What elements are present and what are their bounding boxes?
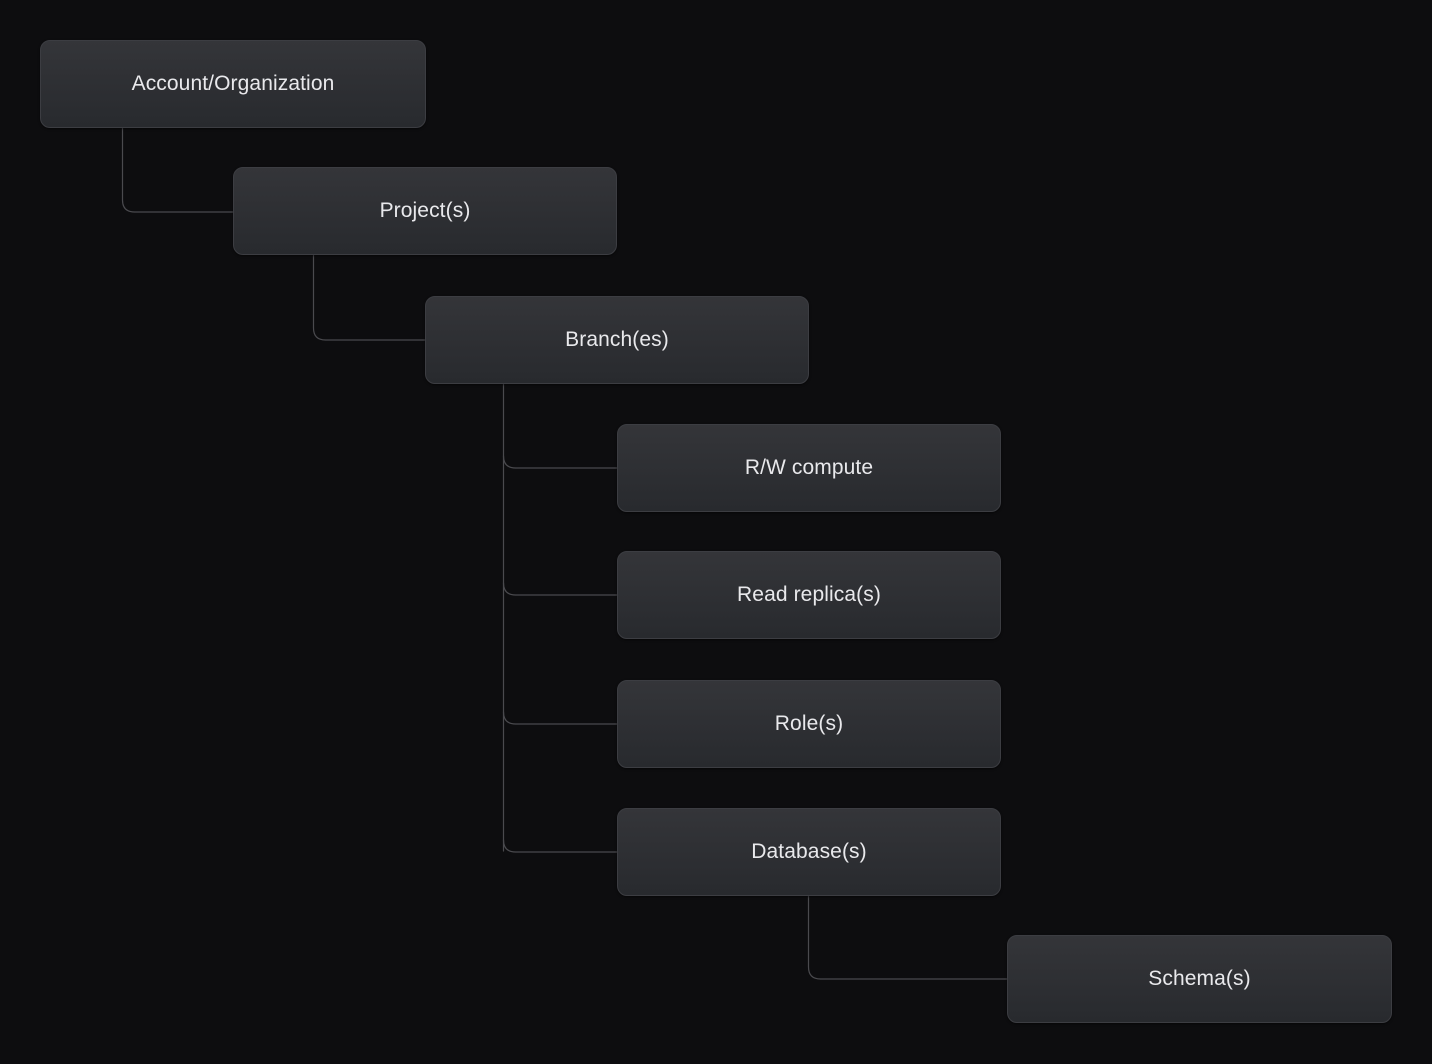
edge-branch-to-rw-compute (502, 455, 618, 469)
edge-database-to-schema (807, 895, 1008, 980)
node-label: Project(s) (379, 199, 471, 223)
edge-project-to-branch (312, 254, 426, 341)
node-branch[interactable]: Branch(es) (425, 296, 809, 384)
node-label: R/W compute (744, 456, 874, 480)
node-label: Role(s) (774, 712, 844, 736)
node-account-organization[interactable]: Account/Organization (40, 40, 426, 128)
node-schema[interactable]: Schema(s) (1007, 935, 1392, 1023)
edge-branch-to-role (502, 711, 618, 725)
node-label: Account/Organization (131, 72, 335, 96)
node-label: Branch(es) (565, 328, 669, 352)
node-read-replica[interactable]: Read replica(s) (617, 551, 1001, 639)
edge-branch-to-database (502, 839, 618, 853)
node-project[interactable]: Project(s) (233, 167, 617, 255)
edge-branch-to-read-replica (502, 582, 618, 596)
node-label: Read replica(s) (737, 583, 881, 607)
edge-account-to-project (121, 127, 234, 213)
node-label: Schema(s) (1148, 967, 1251, 991)
node-rw-compute[interactable]: R/W compute (617, 424, 1001, 512)
node-label: Database(s) (751, 840, 867, 864)
node-database[interactable]: Database(s) (617, 808, 1001, 896)
node-role[interactable]: Role(s) (617, 680, 1001, 768)
